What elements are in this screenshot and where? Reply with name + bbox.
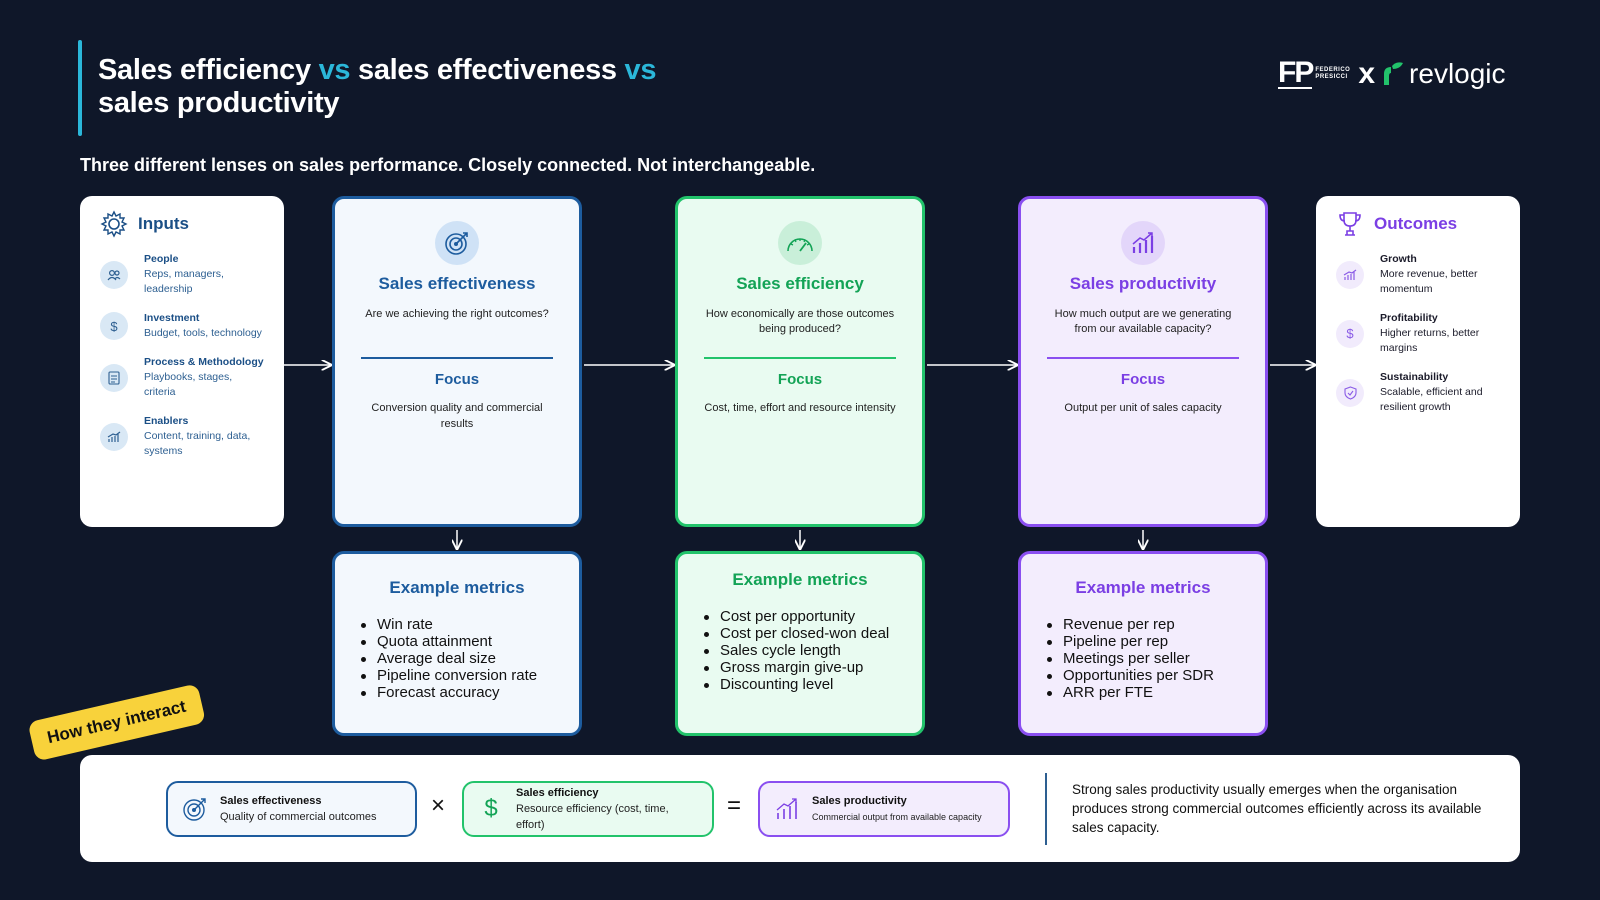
inputs-header: Inputs [100, 210, 264, 238]
list-item: Cost per closed-won deal [702, 625, 898, 642]
lens-name: Sales efficiency [736, 274, 864, 293]
lens-name: Sales effectiveness [378, 274, 536, 293]
focus-label: Focus [1120, 371, 1166, 388]
gauge-icon [778, 221, 822, 265]
list-item: Pipeline per rep [1045, 633, 1241, 650]
target-icon [435, 221, 479, 265]
logo-fp: FP [1278, 56, 1314, 89]
target-icon [180, 794, 210, 824]
metrics-list: Cost per opportunity Cost per closed-won… [702, 608, 898, 693]
metrics-list: Win rate Quota attainment Average deal s… [359, 616, 555, 701]
focus-label: Focus [434, 371, 480, 388]
lens-question: How much output are we generating from o… [1054, 308, 1232, 335]
people-icon [100, 260, 128, 289]
list-item: Pipeline conversion rate [359, 667, 555, 684]
logo-revlogic: revlogic [1409, 58, 1506, 89]
summary-divider [1045, 773, 1047, 845]
dollar-icon: $ [1336, 319, 1364, 348]
metrics-card-effectiveness: Example metrics Win rate Quota attainmen… [332, 551, 582, 736]
document-icon [100, 363, 128, 392]
page-title: Sales efficiency vs sales effectiveness … [98, 54, 657, 119]
list-item: Win rate [359, 616, 555, 633]
growth-chart-icon [1121, 221, 1165, 265]
trophy-icon [1339, 212, 1361, 236]
growth-icon [1336, 260, 1364, 289]
lens-card-efficiency: Sales efficiency How economically are th… [675, 196, 925, 527]
metrics-list: Revenue per rep Pipeline per rep Meeting… [1045, 616, 1241, 701]
lens-name: Sales productivity [1069, 274, 1217, 293]
lens-card-effectiveness: Sales effectiveness Are we achieving the… [332, 196, 582, 527]
chart-icon [100, 422, 128, 451]
metrics-title: Example metrics [389, 578, 525, 597]
metrics-title: Example metrics [732, 570, 868, 589]
list-item: Discounting level [702, 676, 898, 693]
list-item: Quota attainment [359, 633, 555, 650]
list-item: ARR per FTE [1045, 684, 1241, 701]
focus-description: Conversion quality and commercial result… [371, 402, 543, 430]
lens-divider [361, 357, 553, 359]
list-item: Cost per opportunity [702, 608, 898, 625]
list-item: Sales cycle length [702, 642, 898, 659]
lens-question: Are we achieving the right outcomes? [365, 308, 549, 320]
growth-chart-icon [772, 794, 802, 824]
metrics-title: Example metrics [1075, 578, 1211, 597]
list-item: Opportunities per SDR [1045, 667, 1241, 684]
list-item: Forecast accuracy [359, 684, 555, 701]
page-subtitle: Three different lenses on sales performa… [80, 155, 816, 175]
metrics-card-productivity: Example metrics Revenue per rep Pipeline… [1018, 551, 1268, 736]
dollar-icon: $ [100, 312, 128, 340]
dollar-icon: $ [484, 795, 498, 822]
focus-description: Cost, time, effort and resource intensit… [704, 402, 896, 414]
focus-description: Output per unit of sales capacity [1064, 402, 1222, 414]
title-accent-bar [78, 40, 82, 136]
focus-label: Focus [777, 371, 823, 388]
interaction-summary: Strong sales productivity usually emerge… [1072, 782, 1482, 835]
revlogic-leaf-icon [1384, 62, 1404, 85]
lens-question: How economically are those outcomes bein… [705, 308, 895, 335]
shield-check-icon [1336, 378, 1364, 407]
outcomes-header: Outcomes [1336, 210, 1500, 238]
equals-operator: = [727, 792, 742, 819]
lens-card-productivity: Sales productivity How much output are w… [1018, 196, 1268, 527]
list-item: Meetings per seller [1045, 650, 1241, 667]
list-item: Gross margin give-up [702, 659, 898, 676]
lens-divider [1047, 357, 1239, 359]
metrics-card-efficiency: Example metrics Cost per opportunity Cos… [675, 551, 925, 736]
lens-divider [704, 357, 896, 359]
list-item: Revenue per rep [1045, 616, 1241, 633]
list-item: Average deal size [359, 650, 555, 667]
multiply-operator: × [431, 792, 446, 819]
gear-icon [100, 210, 128, 238]
logo-separator: x [1358, 57, 1376, 90]
